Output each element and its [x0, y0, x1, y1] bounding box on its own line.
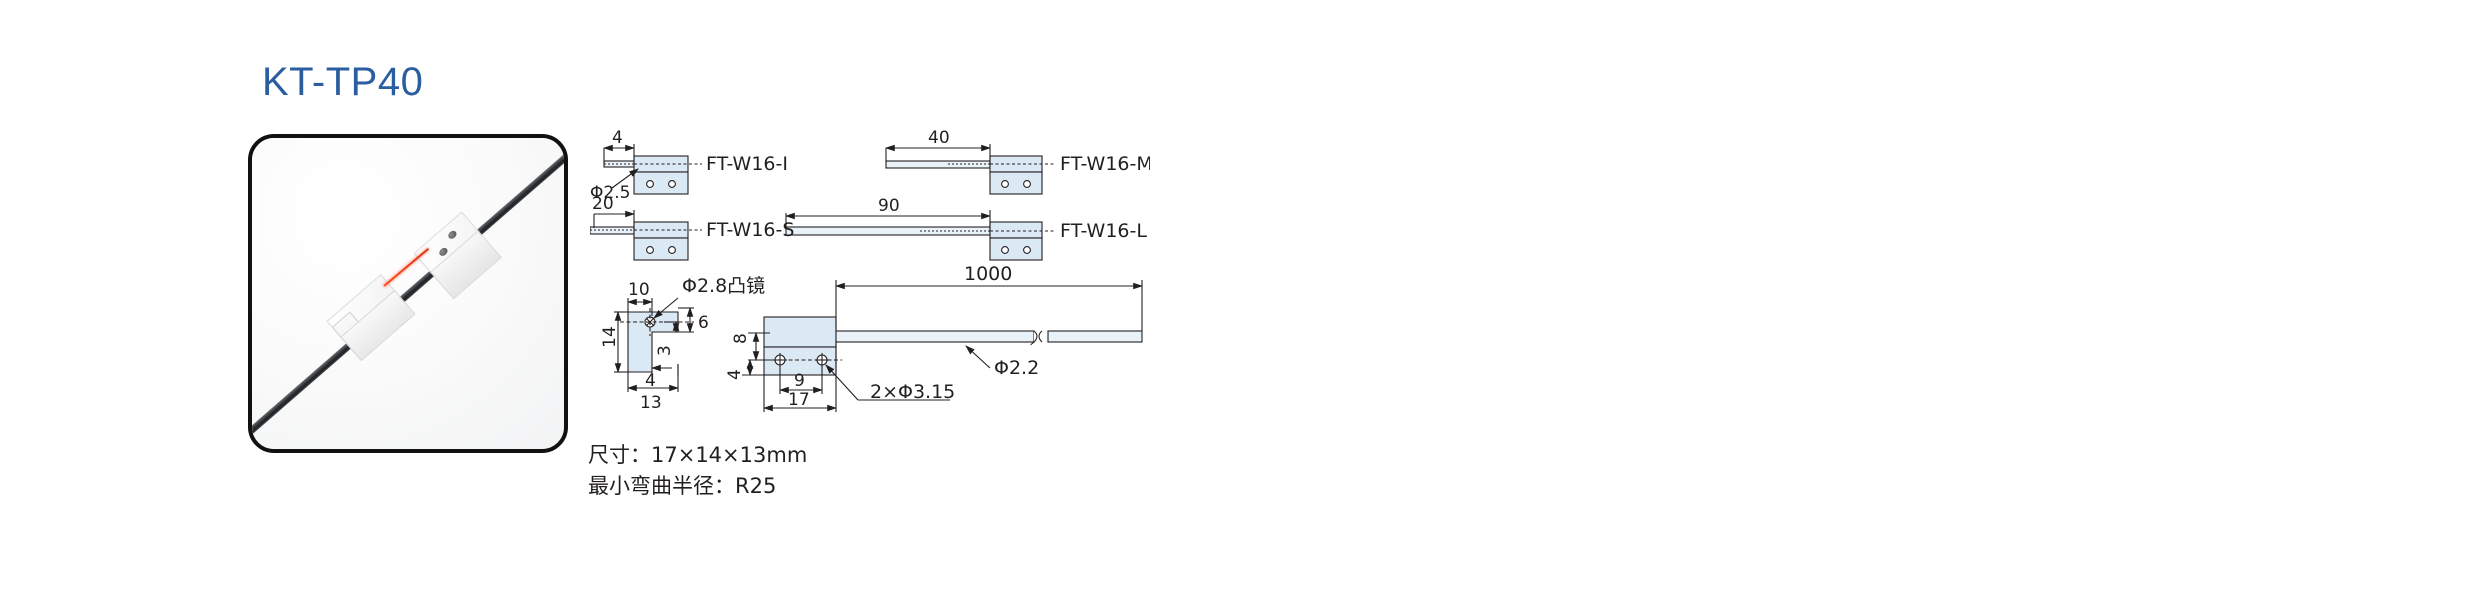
dim-label-4-bottom: 4: [725, 369, 745, 380]
variant-ft-w16-i: [602, 144, 702, 195]
dim-label-6: 6: [698, 313, 709, 333]
dim-label-13: 13: [640, 393, 662, 413]
technical-drawing: 4 FT-W16-I 40 FT-W16-M 20 FT-W16-S 90 FT…: [590, 120, 1150, 420]
spec-text-block: 尺寸：17×14×13mm 最小弯曲半径：R25: [588, 440, 807, 502]
dim-label-20: 20: [592, 194, 614, 214]
page-title: KT-TP40: [262, 60, 424, 104]
dim-label-8: 8: [731, 333, 751, 344]
dim-label-3: 3: [655, 345, 675, 356]
variant-label-ft-w16-i: FT-W16-I: [706, 153, 788, 175]
cable-diameter-label: Φ2.2: [994, 357, 1039, 379]
variant-ft-w16-l: [784, 210, 1056, 261]
variant-label-ft-w16-l: FT-W16-L: [1060, 220, 1147, 242]
variant-label-ft-w16-m: FT-W16-M: [1060, 153, 1150, 175]
photo-background: [252, 138, 564, 449]
variant-ft-w16-m: [884, 144, 1056, 195]
dim-label-1000: 1000: [964, 263, 1012, 285]
dim-label-17: 17: [788, 390, 810, 410]
dim-label-4-notch: 4: [645, 371, 656, 391]
front-view: [742, 280, 1144, 412]
dim-label-9: 9: [794, 371, 805, 391]
dim-label-10: 10: [628, 280, 650, 300]
dim-label-90: 90: [878, 196, 900, 216]
product-photo: [248, 134, 568, 453]
mounting-hole-icon: [446, 229, 459, 241]
lens-callout-phi25: Φ2.5: [590, 183, 630, 203]
lens-note-phi28: Φ2.8凸镜: [682, 275, 765, 297]
dim-label-40: 40: [928, 128, 950, 148]
dim-label-4-top: 4: [612, 128, 623, 148]
hole-callout-3-15: 2×Φ3.15: [870, 381, 955, 403]
dim-label-14: 14: [600, 326, 620, 348]
variant-ft-w16-s: [590, 210, 702, 261]
variant-label-ft-w16-s: FT-W16-S: [706, 219, 794, 241]
fiber-cable-photo: [252, 147, 564, 440]
spec-bend-radius: 最小弯曲半径：R25: [588, 474, 777, 498]
spec-size: 尺寸：17×14×13mm: [588, 443, 808, 467]
side-view: [614, 297, 694, 392]
drawing-canvas: 4 FT-W16-I 40 FT-W16-M 20 FT-W16-S 90 FT…: [590, 128, 1150, 413]
